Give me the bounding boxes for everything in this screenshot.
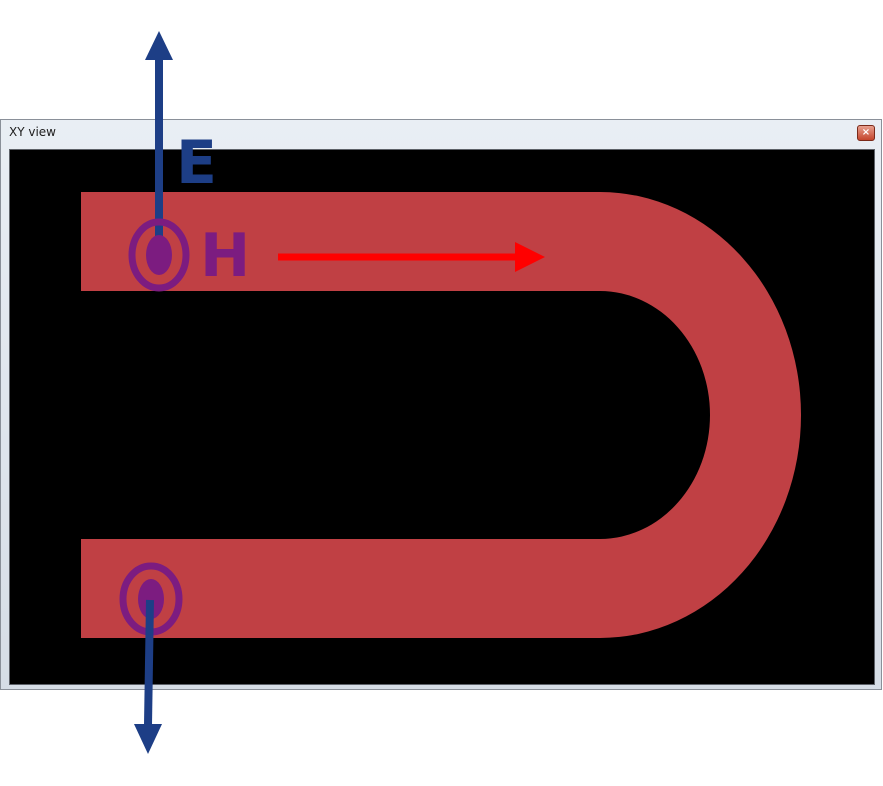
title-bar[interactable]: XY view × (1, 120, 881, 146)
propagation-arrowhead (515, 242, 545, 272)
h-field-ring-top (128, 218, 190, 292)
e-field-arrowhead-up (145, 31, 173, 60)
e-field-label: E (176, 128, 217, 198)
close-button[interactable]: × (857, 125, 875, 141)
h-field-core-bottom (138, 579, 164, 619)
e-field-arrow-down (144, 599, 154, 726)
h-field-label: H (200, 221, 250, 291)
window-title: XY view (9, 125, 56, 139)
h-field-core-top (146, 235, 172, 275)
e-field-arrowhead-down (134, 724, 162, 754)
close-icon: × (861, 127, 871, 138)
